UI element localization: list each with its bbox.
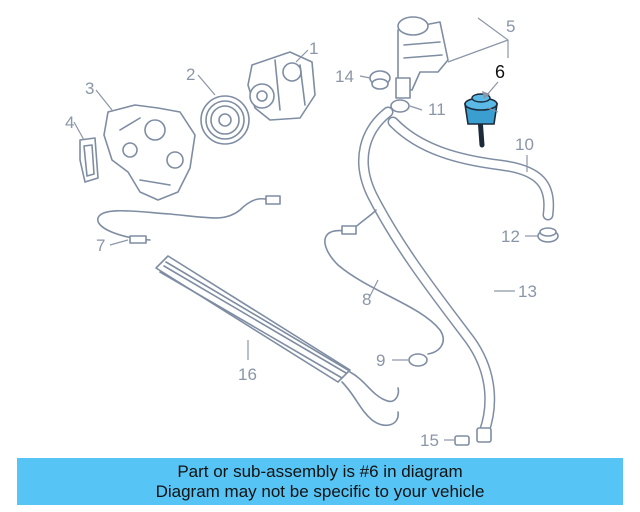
part-1-pump (247, 51, 316, 121)
part-15-clamp (454, 435, 470, 446)
callout-6: 6 (495, 62, 505, 82)
callout-14: 14 (335, 67, 354, 86)
part-8-line (324, 209, 444, 355)
part-5-reservoir (395, 16, 449, 99)
callout-15: 15 (420, 431, 439, 450)
callout-1: 1 (309, 39, 318, 58)
callout-11: 11 (428, 100, 446, 119)
part-3-bracket (103, 104, 196, 201)
callout-4: 4 (65, 113, 74, 132)
part-info-banner: Part or sub-assembly is #6 in diagram Di… (17, 458, 623, 505)
part-4-gasket (79, 137, 99, 183)
callout-3: 3 (85, 79, 94, 98)
part-10-hose (387, 116, 555, 221)
part-12-clamp (537, 227, 559, 243)
part-14-fitting (369, 70, 391, 90)
banner-line-2: Diagram may not be specific to your vehi… (155, 481, 485, 501)
callout-9: 9 (376, 351, 385, 370)
part-16-cooler (155, 255, 400, 427)
callout-12: 12 (501, 227, 520, 246)
part-2-pulley (200, 95, 250, 145)
banner-line-1: Part or sub-assembly is #6 in diagram (177, 461, 463, 481)
callout-2: 2 (186, 65, 195, 84)
callout-10: 10 (515, 135, 534, 154)
part-6-cap (464, 93, 498, 148)
callout-13: 13 (518, 282, 537, 301)
part-7-line (97, 195, 281, 244)
callout-8: 8 (362, 290, 371, 309)
leader-lines (73, 17, 538, 441)
parts-diagram: 1 2 3 4 5 6 7 8 9 10 11 12 13 14 15 16 (65, 16, 559, 450)
callout-16: 16 (238, 365, 257, 384)
part-11-clamp (390, 99, 410, 113)
callout-7: 7 (96, 236, 105, 255)
part-13-hose (358, 106, 496, 443)
callout-5: 5 (506, 17, 515, 36)
part-9-fitting (408, 353, 428, 367)
